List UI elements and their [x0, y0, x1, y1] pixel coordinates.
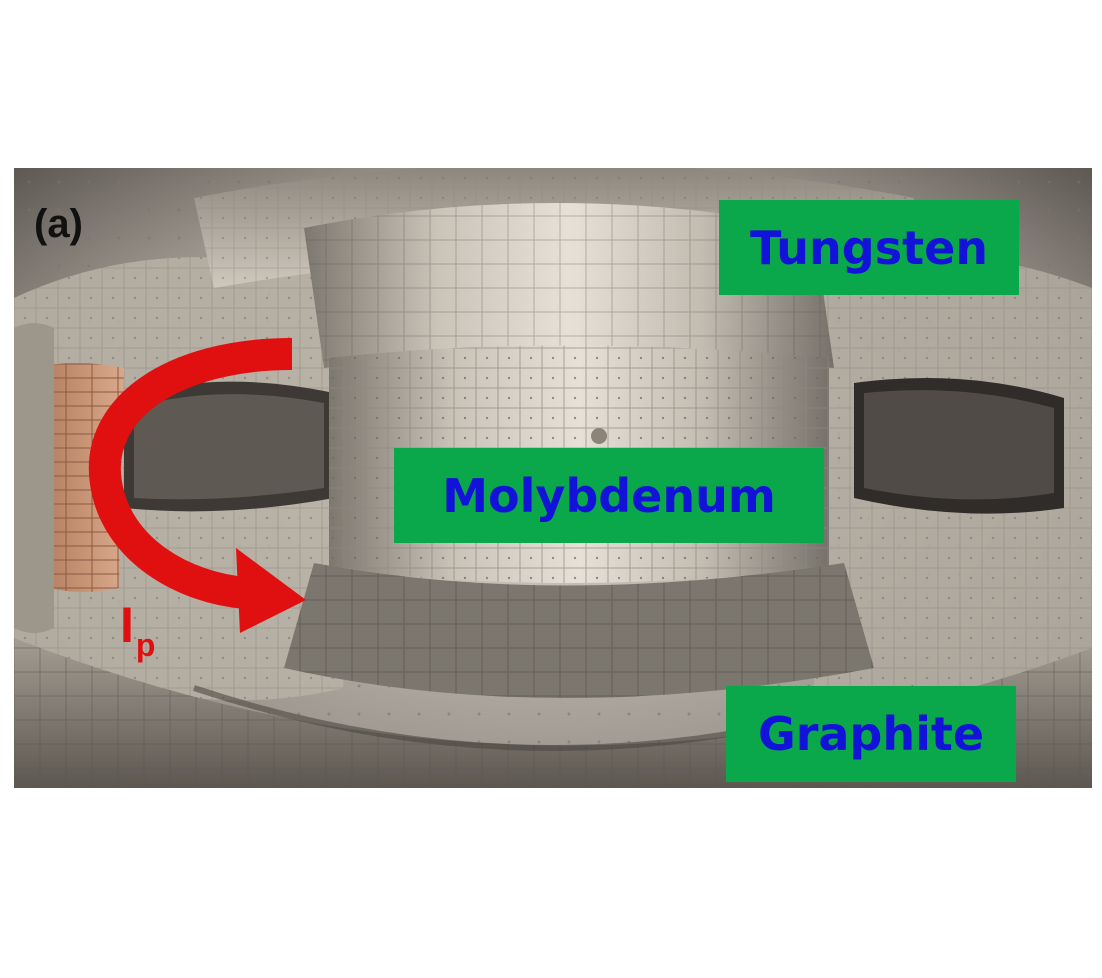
graphite-label-box: Graphite — [726, 686, 1016, 782]
tungsten-label: Tungsten — [749, 220, 989, 275]
graphite-label: Graphite — [757, 707, 985, 761]
plasma-current-symbol: I — [120, 597, 134, 653]
tungsten-label-box: Tungsten — [719, 200, 1019, 295]
molybdenum-label-box: Molybdenum — [394, 448, 824, 543]
plasma-current-label: Ip — [120, 597, 155, 661]
panel-label: (a) — [34, 202, 83, 246]
molybdenum-label: Molybdenum — [442, 468, 776, 523]
plasma-current-arrow — [88, 338, 306, 633]
tokamak-interior-photo: (a) Tungsten Molybdenum Graphite Ip — [14, 168, 1092, 788]
plasma-current-subscript: p — [135, 627, 156, 663]
